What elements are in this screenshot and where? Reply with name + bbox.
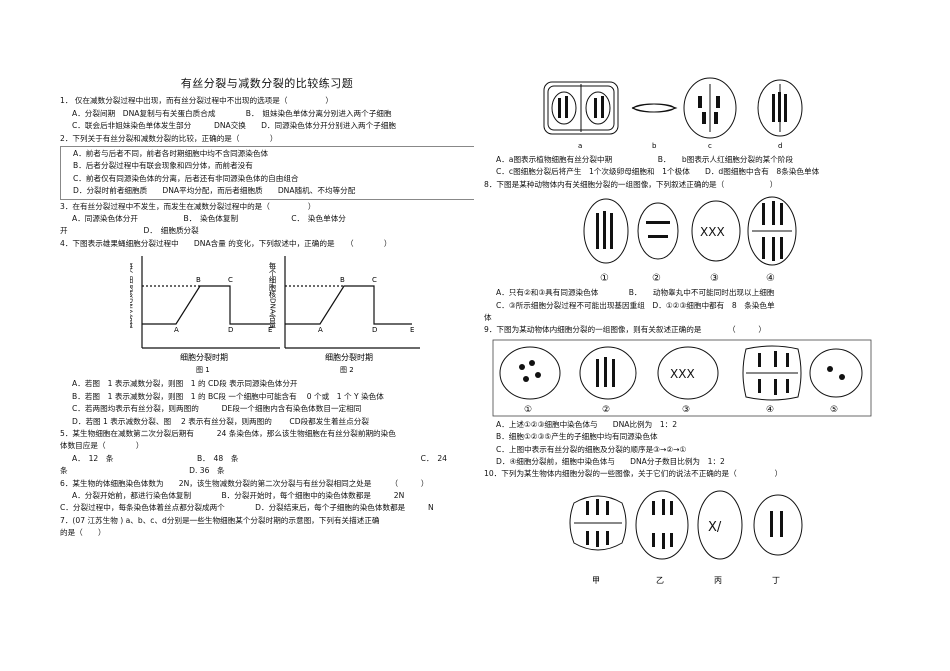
option-line: A．分裂间期 DNA复制与有关蛋白质合成 B． 姐妹染色单体分离分别进入两个子细…: [72, 108, 392, 118]
fig7-label-a: a: [578, 142, 582, 150]
option-line: C．上图中表示有丝分裂的细胞及分裂的顺序是③→②→①: [496, 444, 687, 454]
fig10-label-ding: 丁: [772, 576, 780, 585]
fig8-label-3: ③: [710, 273, 719, 284]
question-line: 7．(07 江苏生物 ) a、b、c、d分别是一些生物细胞某个分裂时期的示意图，…: [60, 515, 380, 525]
page-title: 有丝分裂与减数分裂的比较练习题: [180, 77, 354, 90]
question-line: 9．下图为某动物体内细胞分裂的一组图像，则有关叙述正确的是 （ ）: [484, 325, 766, 335]
fig7-label-c: c: [708, 142, 712, 150]
x-axis-label-1: 细胞分裂时期: [180, 352, 228, 362]
option-line: A．前者与后者不同，前者各时期细胞中均不含同源染色体: [73, 149, 269, 159]
option-line: C．联会后非姐妹染色单体发生部分 DNA交换 D．同源染色体分开分别进入两个子细…: [72, 121, 397, 131]
point-label: C: [372, 276, 377, 284]
fig7-label-b: b: [652, 142, 657, 150]
question-line: 1． 仅在减数分裂过程中出现，而有丝分裂过程中不出现的选项是（ ）: [60, 96, 334, 106]
fig9-label-4: ④: [766, 405, 774, 415]
question-line: 3．在有丝分裂过程中不发生，而发生在减数分裂过程中的是（ ）: [60, 201, 316, 211]
point-label: E: [410, 326, 414, 334]
svg-text:X/: X/: [708, 520, 722, 535]
fig10-label-yi: 乙: [656, 576, 664, 585]
fig9-label-1: ①: [524, 405, 532, 415]
option-line: 体: [484, 313, 492, 323]
figure-caption-1: 图 1: [196, 366, 210, 374]
question-line: 5．某生物细胞在减数第二次分裂后期有 24 条染色体，那么该生物细胞在有丝分裂前…: [60, 428, 396, 438]
point-label: C: [228, 276, 233, 284]
option-line: A．a图表示植物细胞有丝分裂中期 B． b图表示人红细胞分裂的某个阶段: [496, 155, 794, 164]
x-axis-label-2: 细胞分裂时期: [325, 352, 373, 362]
question-line: 8．下图是某种动物体内有关细胞分裂的一组图像，下列叙述正确的是（ ）: [484, 179, 778, 189]
option-line: B．后者分裂过程中有联会现象和四分体，而前者没有: [73, 161, 253, 171]
question-line: 体数目应是（ ）: [60, 441, 144, 451]
question-line: 4．下图表示雄果蝇细胞分裂过程中 DNA含量 的变化，下列叙述中，正确的是 （ …: [60, 238, 392, 248]
svg-text:XXX: XXX: [700, 225, 725, 239]
q7-cell-figures: a b c d: [543, 77, 803, 150]
q8-cell-figures: XXX ① ② ③ ④: [583, 196, 797, 284]
question-line: 2．下列关于有丝分裂和减数分裂的比较，正确的是（ ）: [60, 133, 278, 143]
fig8-label-4: ④: [766, 273, 775, 284]
option-line: A．同源染色体分开 B． 染色体复制 C． 染色单体分: [72, 214, 346, 224]
option-line: 条 D. 36 条: [60, 466, 225, 476]
fig8-label-2: ②: [652, 273, 661, 284]
option-line: B．细胞①②③⑤产生的子细胞中均有同源染色体: [496, 432, 658, 442]
fig10-label-jia: 甲: [592, 576, 600, 585]
q9-cell-figures: XXX ① ② ③ ④ ⑤: [492, 339, 872, 417]
option-line: C．c图细胞分裂后将产生 1个次级卵母细胞和 1个极体 D．d图细胞中含有 8条…: [496, 167, 820, 177]
option-line: A．上述①②③细胞中染色体与 DNA比例为 1：2: [496, 419, 678, 429]
option-line: A．只有②和③具有同源染色体 B． 动物睾丸中不可能同时出现以上细胞: [496, 288, 775, 298]
point-label: D: [228, 326, 233, 334]
option-line: D．若图 1 表示减数分裂、图 2 表示有丝分裂，则两图的 CD段都发生着丝点分…: [72, 416, 369, 426]
option-line: 开 D． 细胞质分裂: [60, 226, 199, 236]
fig7-label-d: d: [778, 142, 782, 150]
question-line: 6．某生物的体细胞染色体数为 2N，该生物减数分裂的第二次分裂与有丝分裂相同之处…: [60, 478, 429, 488]
fig9-label-2: ②: [602, 405, 610, 415]
question-line: 10．下列为某生物体内细胞分裂的一些图像，关于它们的说法不正确的是（ ）: [484, 469, 783, 479]
y-axis-label-2: 每个细胞核DNA含量: [269, 262, 278, 329]
svg-text:XXX: XXX: [670, 367, 695, 381]
option-line: C．若两图均表示有丝分裂，则两图的 DE段一个细胞内含有染色体数目一定相同: [72, 404, 362, 414]
q10-cell-figures: X/ 甲 乙 丙 丁: [569, 490, 803, 585]
option-line: A． 12 条 B． 48 条 C． 24: [72, 453, 448, 463]
figure-caption-2: 图 2: [340, 366, 354, 374]
point-label: D: [372, 326, 377, 334]
option-line: C．分裂过程中，每条染色体着丝点都分裂成两个 D．分裂结束后，每个子细胞的染色体…: [60, 503, 434, 513]
question-line: 的是（ ）: [60, 528, 106, 538]
dna-content-graphs: 每个细胞核DNA含量 每个细胞核DNA含量 A B C D E A B C D …: [130, 256, 420, 374]
option-line: C．前者仅有同源染色体的分离，后者还有非同源染色体的自由组合: [73, 173, 299, 183]
point-label: E: [268, 326, 272, 334]
option-line: A．分裂开始前，都进行染色体复制 B．分裂开始时，每个细胞中的染色体数都是 2N: [72, 490, 405, 500]
fig9-label-5: ⑤: [830, 405, 838, 415]
fig8-label-1: ①: [600, 273, 609, 284]
point-label: B: [340, 276, 345, 284]
fig10-label-bing: 丙: [714, 576, 722, 585]
option-line: C．③所示细胞分裂过程不可能出现基因重组 D．①②③细胞中都有 8 条染色单: [496, 300, 775, 310]
option-line: B．若图 1 表示减数分裂，则图 1 的 BC段 一个细胞中可能含有 0 个或 …: [72, 391, 384, 401]
y-axis-label-1: 每个细胞核DNA含量: [130, 262, 135, 329]
option-line: A．若图 1 表示减数分裂，则图 1 的 CD段 表示同源染色体分开: [72, 379, 298, 389]
point-label: A: [174, 326, 179, 334]
point-label: A: [318, 326, 323, 334]
option-line: D．分裂时前者细胞质 DNA平均分配，而后者细胞质 DNA随机、不均等分配: [73, 186, 356, 196]
fig9-label-3: ③: [682, 405, 690, 415]
option-line: D．④细胞分裂前，细胞中染色体与 DNA分子数目比例为 1：2: [496, 457, 725, 467]
point-label: B: [196, 276, 201, 284]
q2-options-box: A．前者与后者不同，前者各时期细胞中均不含同源染色体 B．后者分裂过程中有联会现…: [60, 146, 474, 200]
left-column: 有丝分裂与减数分裂的比较练习题 1． 仅在减数分裂过程中出现，而有丝分裂过程中不…: [60, 77, 474, 540]
right-column: a b c d A．a图表示植物细胞有丝分裂中期 B． b图表示人红细胞分裂的某…: [484, 68, 884, 589]
